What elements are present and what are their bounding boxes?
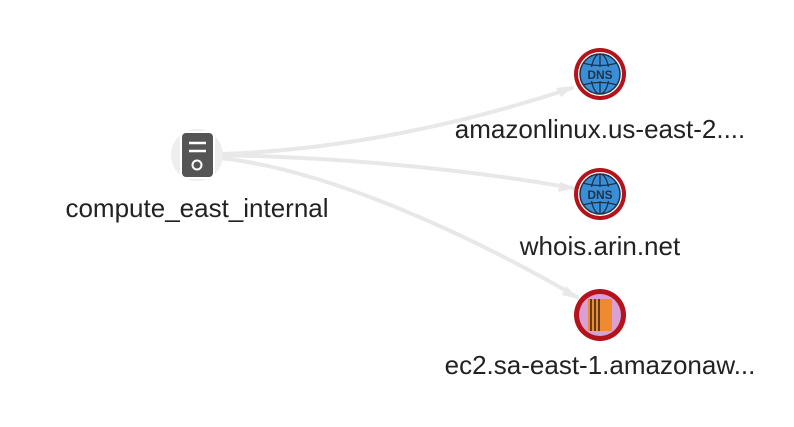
svg-text:DNS: DNS [587, 68, 612, 82]
node-amazonlinux[interactable]: DNS amazonlinux.us-east-2.... [455, 48, 745, 144]
svg-text:DNS: DNS [587, 188, 612, 202]
dns-globe-icon: DNS [574, 168, 626, 220]
arrowhead-ec2 [562, 286, 579, 299]
arrowhead-whois [558, 182, 576, 192]
edge-source-to-ec2[interactable] [218, 156, 579, 299]
node-ec2-sa-east-1[interactable]: ec2.sa-east-1.amazonaw... [445, 289, 756, 380]
node-label-whois: whois.arin.net [519, 231, 681, 261]
node-whois[interactable]: DNS whois.arin.net [519, 168, 681, 261]
edge-source-to-amazonlinux[interactable] [220, 86, 574, 156]
edge-source-to-whois[interactable] [220, 153, 575, 190]
arrowhead-amazonlinux [556, 86, 574, 97]
server-icon [171, 129, 223, 181]
node-label-compute-east-internal: compute_east_internal [65, 193, 328, 223]
node-compute-east-internal[interactable]: compute_east_internal [65, 129, 329, 223]
edges [218, 86, 579, 299]
node-label-amazonlinux: amazonlinux.us-east-2.... [455, 114, 745, 144]
node-label-ec2-sa-east-1: ec2.sa-east-1.amazonaw... [445, 350, 756, 380]
dns-globe-icon: DNS [574, 48, 626, 100]
aws-service-icon [574, 289, 626, 341]
